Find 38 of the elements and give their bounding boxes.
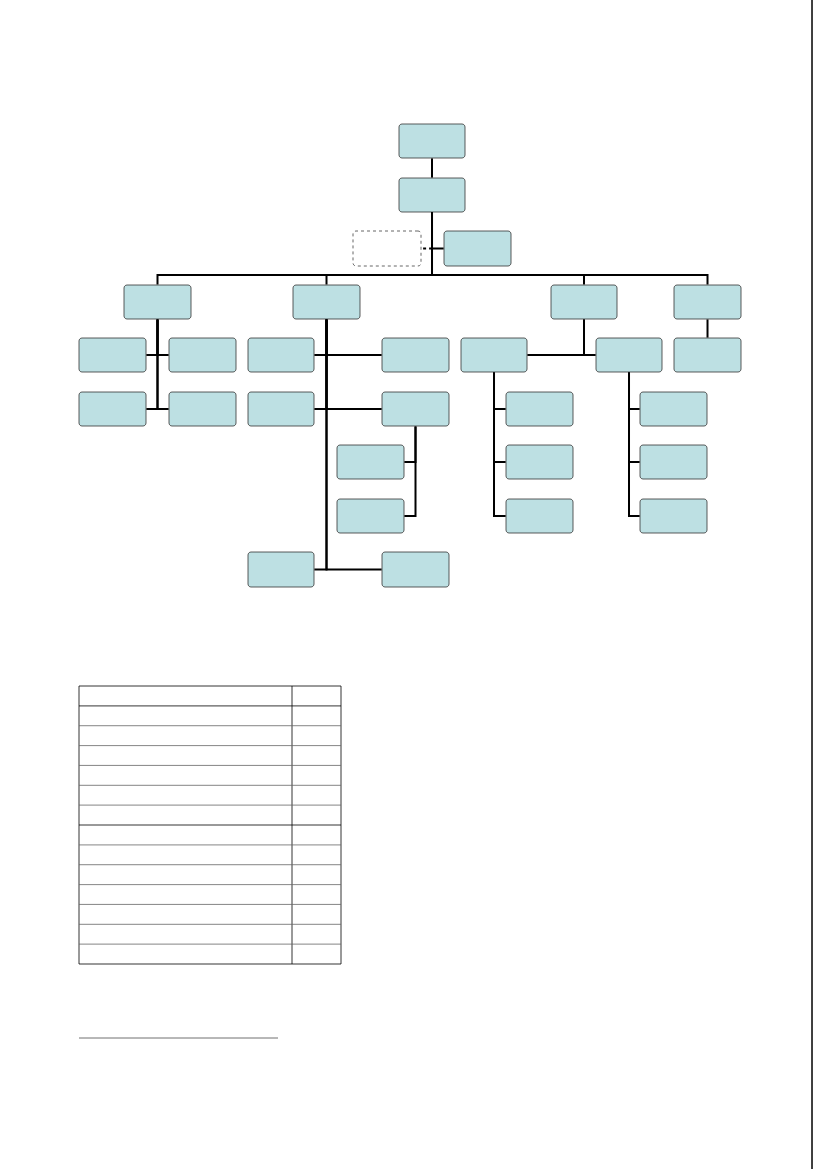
- connector-line: [431, 211, 709, 286]
- org-box: [381, 391, 450, 427]
- org-box: [505, 444, 574, 480]
- org-box: [505, 391, 574, 427]
- connector-line: [431, 157, 433, 179]
- org-box: [336, 498, 405, 534]
- org-box: [639, 444, 708, 480]
- connector-line: [493, 371, 507, 517]
- org-box: [168, 337, 237, 373]
- org-box: [78, 337, 147, 373]
- org-box: [398, 177, 466, 213]
- org-box: [336, 444, 405, 480]
- connector-line: [156, 318, 170, 410]
- org-box: [550, 284, 618, 320]
- connector-line: [706, 318, 709, 339]
- org-box: [247, 391, 315, 427]
- org-box: [123, 284, 192, 320]
- dashed-box: [352, 230, 422, 267]
- connector-line: [325, 318, 383, 571]
- org-box: [460, 337, 528, 373]
- org-box: [247, 551, 315, 588]
- org-box: [247, 337, 315, 373]
- org-box: [398, 123, 466, 159]
- org-box: [292, 284, 361, 320]
- org-box: [673, 337, 742, 373]
- org-box: [381, 551, 450, 588]
- connector-line: [403, 425, 417, 517]
- connector-line: [628, 371, 641, 517]
- org-box: [639, 498, 708, 534]
- org-box: [673, 284, 742, 320]
- org-box: [168, 391, 237, 427]
- org-box: [505, 498, 574, 534]
- org-box: [639, 391, 708, 427]
- org-box: [78, 391, 147, 427]
- org-box: [443, 230, 512, 267]
- org-box: [595, 337, 663, 373]
- org-box: [381, 337, 450, 373]
- connector-line: [583, 318, 597, 356]
